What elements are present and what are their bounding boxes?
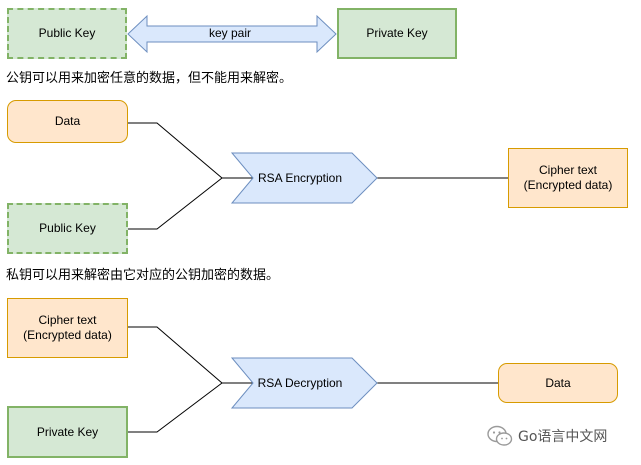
rsa-encryption-label: RSA Encryption bbox=[257, 171, 343, 185]
top-private-key-label: Private Key bbox=[366, 26, 428, 40]
rsa-decryption-label: RSA Decryption bbox=[257, 376, 343, 390]
ciphertext-input-line2: (Encrypted data) bbox=[23, 328, 112, 342]
connector-privatekey-to-decryption bbox=[128, 382, 223, 433]
rsa-encryption-shape bbox=[230, 152, 378, 204]
watermark: Go语言中文网 bbox=[487, 425, 607, 447]
key-pair-double-arrow bbox=[127, 14, 337, 54]
top-public-key-box: Public Key bbox=[7, 8, 127, 59]
encrypt-data-box: Data bbox=[7, 100, 128, 143]
caption-decryption: 私钥可以用来解密由它对应的公钥加密的数据。 bbox=[6, 268, 280, 283]
decrypt-private-key-box: Private Key bbox=[7, 406, 128, 458]
wechat-icon bbox=[487, 425, 513, 446]
encrypt-public-key-box: Public Key bbox=[7, 203, 128, 254]
connector-ciphertext-to-decryption bbox=[128, 326, 223, 384]
caption-encryption: 公钥可以用来加密任意的数据，但不能用来解密。 bbox=[6, 71, 293, 86]
connector-data-to-encryption bbox=[128, 122, 223, 179]
watermark-text: Go语言中文网 bbox=[518, 429, 608, 445]
decrypt-private-key-label: Private Key bbox=[36, 424, 99, 439]
connector-publickey-to-encryption bbox=[128, 177, 223, 230]
ciphertext-output-line2: (Encrypted data) bbox=[523, 178, 613, 192]
top-public-key-label: Public Key bbox=[38, 26, 96, 40]
ciphertext-output-box: Cipher text (Encrypted data) bbox=[508, 148, 628, 208]
encrypt-data-label: Data bbox=[54, 114, 81, 128]
encrypt-public-key-label: Public Key bbox=[39, 221, 96, 235]
decrypt-data-box: Data bbox=[498, 363, 618, 403]
top-private-key-box: Private Key bbox=[337, 8, 457, 59]
rsa-decryption-shape bbox=[230, 357, 378, 409]
ciphertext-input-box: Cipher text (Encrypted data) bbox=[7, 298, 128, 358]
ciphertext-input-line1: Cipher text bbox=[38, 313, 97, 327]
key-pair-label: key pair bbox=[208, 26, 252, 40]
ciphertext-output-line1: Cipher text bbox=[538, 163, 598, 177]
decrypt-data-label: Data bbox=[545, 375, 571, 390]
